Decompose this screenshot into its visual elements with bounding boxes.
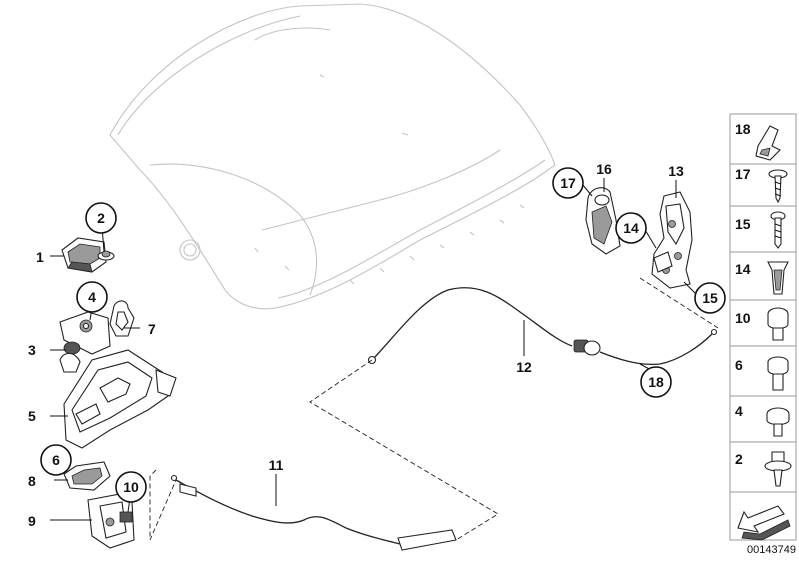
callout-18-label: 18 [648, 374, 664, 390]
callout-11: 11 [269, 457, 284, 473]
callout-16-label: 16 [596, 161, 612, 177]
callout-8: 8 [28, 473, 36, 489]
view-direction-arrow-icon [737, 505, 785, 533]
cable-12 [367, 287, 718, 366]
legend-arrow-cell [729, 491, 797, 541]
callout-15-label: 15 [702, 290, 718, 306]
legend-row-17: 17 [729, 163, 797, 207]
callout-8-label: 8 [28, 473, 36, 489]
legend-row-2: 2 [729, 441, 797, 493]
callout-14: 14 [615, 212, 647, 244]
legend-row-4-label: 4 [735, 403, 743, 419]
legend-row-15-label: 15 [735, 216, 751, 232]
callout-13: 13 [668, 163, 684, 179]
callout-9-label: 9 [28, 513, 36, 529]
callout-1-label: 1 [36, 249, 44, 265]
legend-row-15: 15 [729, 205, 797, 253]
part-5-shape [63, 349, 177, 449]
callout-7: 7 [148, 321, 156, 337]
callout-10: 10 [115, 471, 147, 503]
legend-row-10: 10 [729, 299, 797, 347]
callout-3-label: 3 [28, 342, 36, 358]
legend-row-14-label: 14 [735, 261, 751, 277]
part-9-shape [87, 493, 135, 549]
callout-10-label: 10 [123, 479, 139, 495]
part-upper-latch-shape [59, 311, 111, 373]
document-number: 00143749 [747, 544, 796, 556]
part-8-shape [63, 461, 111, 491]
callout-12: 12 [516, 359, 532, 375]
part-2-shape [97, 250, 115, 261]
callout-4: 4 [76, 281, 108, 313]
legend-row-6: 6 [729, 345, 797, 397]
callout-6: 6 [40, 444, 72, 476]
part-1-shape [61, 237, 107, 273]
callout-3: 3 [28, 342, 36, 358]
legend-row-14: 14 [729, 251, 797, 301]
callout-17-label: 17 [560, 175, 576, 191]
callout-7-label: 7 [148, 321, 156, 337]
legend-row-18-label: 18 [735, 121, 751, 137]
legend-row-2-label: 2 [735, 451, 743, 467]
callout-13-label: 13 [668, 163, 684, 179]
part-7-shape [109, 300, 135, 337]
callout-5-label: 5 [28, 408, 36, 424]
callout-5: 5 [28, 408, 36, 424]
callout-16: 16 [596, 161, 612, 177]
part-16-shape [585, 187, 621, 255]
part-13-shape [651, 191, 693, 289]
callout-2: 2 [85, 202, 117, 234]
hood-outline [109, 3, 556, 310]
callout-14-label: 14 [623, 220, 639, 236]
callout-9: 9 [28, 513, 36, 529]
callout-1: 1 [36, 249, 44, 265]
small-parts-legend: 18 17 15 14 10 [729, 113, 797, 541]
callout-18: 18 [640, 366, 672, 398]
dashed-routing-lines [149, 277, 719, 541]
legend-row-6-label: 6 [735, 357, 743, 373]
callout-6-label: 6 [52, 452, 60, 468]
cable-11 [170, 474, 457, 551]
legend-row-10-label: 10 [735, 310, 751, 326]
callout-4-label: 4 [88, 289, 96, 305]
legend-row-18: 18 [729, 113, 797, 165]
callout-17: 17 [552, 167, 584, 199]
legend-row-4: 4 [729, 395, 797, 443]
callout-11-label: 11 [269, 457, 284, 473]
callout-2-label: 2 [97, 210, 105, 226]
callout-15: 15 [694, 282, 726, 314]
callout-12-label: 12 [516, 359, 532, 375]
legend-row-17-label: 17 [735, 166, 751, 182]
